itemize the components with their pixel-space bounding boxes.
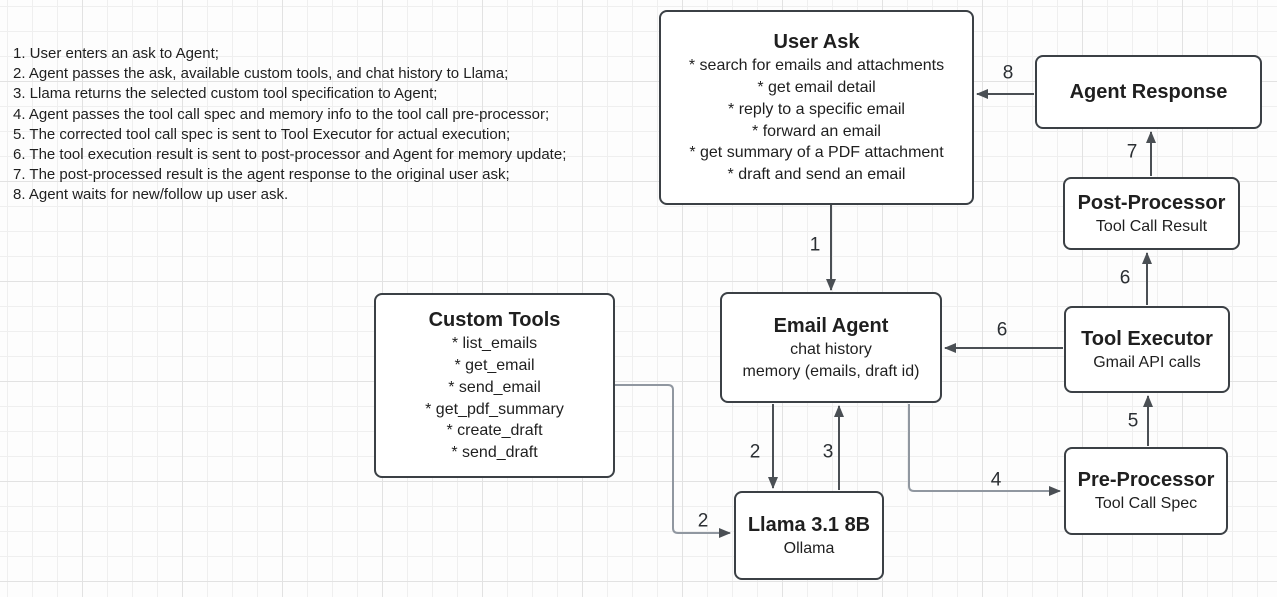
steps-list: 1. User enters an ask to Agent; 2. Agent… (13, 44, 566, 206)
step-item: 1. User enters an ask to Agent; (13, 45, 219, 62)
node-title: Custom Tools (428, 309, 561, 332)
node-line: * list_emails (451, 335, 538, 353)
edge-label-step7: 7 (1126, 141, 1138, 163)
arrow-step4 (908, 404, 1061, 496)
step-item: 3. Llama returns the selected custom too… (13, 85, 438, 103)
node-pre-processor: Pre-Processor Tool Call Spec (1064, 447, 1228, 535)
node-subtitle: Tool Call Result (1095, 217, 1208, 235)
node-subtitle: Tool Call Spec (1094, 495, 1198, 513)
edge-label-step2-llm: 2 (749, 441, 761, 463)
node-line: * create_draft (446, 422, 543, 440)
step-item: 2. Agent passes the ask, available custo… (13, 65, 509, 83)
node-line: * get_email (454, 356, 535, 374)
edge-label-step2-tools: 2 (697, 510, 709, 532)
node-line: * get_pdf_summary (425, 400, 564, 418)
node-subtitle: Gmail API calls (1093, 353, 1201, 371)
step-item: 6. The tool execution result is sent to … (13, 146, 567, 164)
node-agent-response: Agent Response (1035, 55, 1262, 129)
node-llama: Llama 3.1 8B Ollama (734, 491, 884, 580)
edge-label-step4: 4 (990, 469, 1002, 491)
edge-label-step5: 5 (1127, 410, 1139, 432)
node-line: chat history (790, 340, 872, 358)
node-line: * send_draft (451, 444, 538, 462)
step-item: 4. Agent passes the tool call spec and m… (13, 105, 550, 123)
node-user-ask: User Ask * search for emails and attachm… (659, 10, 974, 205)
edge-label-step1: 1 (809, 234, 821, 256)
arrow-step2-tools (614, 384, 731, 538)
edge-label-step6-post: 6 (1119, 267, 1131, 289)
node-title: User Ask (773, 31, 860, 54)
node-title: Llama 3.1 8B (747, 513, 871, 536)
node-line: * reply to a specific email (728, 100, 905, 118)
edge-label-step6-agent: 6 (996, 319, 1008, 341)
node-title: Agent Response (1069, 81, 1228, 103)
node-post-processor: Post-Processor Tool Call Result (1063, 177, 1240, 250)
node-line: * send_email (448, 378, 541, 396)
node-title: Post-Processor (1077, 191, 1226, 214)
node-line: memory (emails, draft id) (742, 362, 920, 380)
node-tool-executor: Tool Executor Gmail API calls (1064, 306, 1230, 393)
node-line: * search for emails and attachments (688, 57, 945, 75)
node-title: Pre-Processor (1077, 469, 1215, 492)
node-email-agent: Email Agent chat history memory (emails,… (720, 292, 942, 403)
step-item: 7. The post-processed result is the agen… (13, 166, 510, 184)
node-line: * get email detail (757, 78, 876, 96)
node-line: * draft and send an email (727, 166, 906, 184)
step-item: 8. Agent waits for new/follow up user as… (13, 186, 289, 204)
edge-label-step3: 3 (822, 441, 834, 463)
node-line: * forward an email (752, 122, 881, 140)
node-title: Tool Executor (1081, 327, 1213, 350)
step-item: 5. The corrected tool call spec is sent … (13, 125, 511, 143)
node-line: * get summary of a PDF attachment (689, 144, 944, 162)
node-custom-tools: Custom Tools * list_emails * get_email *… (374, 293, 615, 478)
node-title: Email Agent (773, 314, 889, 337)
edge-label-step8: 8 (1002, 62, 1014, 84)
node-subtitle: Ollama (783, 539, 835, 557)
